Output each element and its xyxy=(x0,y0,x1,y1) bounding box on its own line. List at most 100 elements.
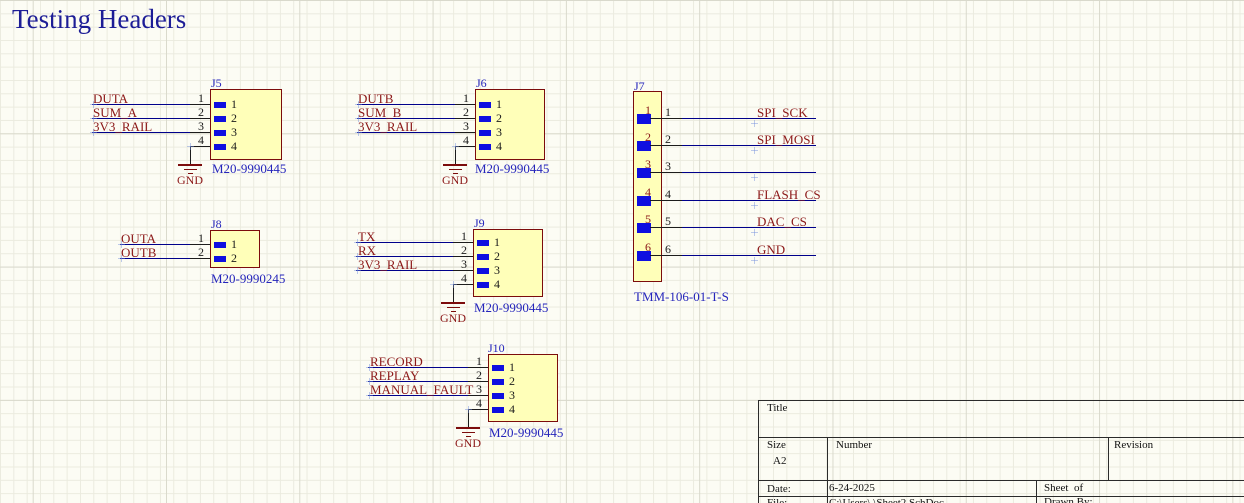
gnd-stem xyxy=(455,147,457,165)
wire[interactable] xyxy=(92,118,190,120)
pin-line[interactable] xyxy=(453,284,473,286)
pin-pad xyxy=(214,144,226,150)
net-label[interactable]: DAC_CS xyxy=(757,214,807,229)
pin-line[interactable] xyxy=(468,367,488,369)
net-label[interactable]: FLASH_CS xyxy=(757,187,821,202)
wire[interactable] xyxy=(92,132,190,134)
net-label[interactable]: 3V3_RAIL xyxy=(93,119,153,134)
wire[interactable] xyxy=(357,132,455,134)
pin-name: 4 xyxy=(665,187,671,201)
pin-line[interactable] xyxy=(455,118,475,120)
pin-line[interactable] xyxy=(650,172,682,174)
gnd-power-label[interactable]: GND xyxy=(455,436,481,450)
pin-pad xyxy=(477,268,489,274)
reference-designator[interactable]: J5 xyxy=(211,76,222,90)
wire[interactable] xyxy=(356,256,453,258)
wire[interactable] xyxy=(368,367,468,369)
wire[interactable] xyxy=(357,118,455,120)
net-label[interactable]: SPI_MOSI xyxy=(757,132,815,147)
pin-line[interactable] xyxy=(453,270,473,272)
reference-designator[interactable]: J10 xyxy=(488,341,505,355)
wire-node-cross xyxy=(751,174,758,181)
net-label[interactable]: REPLAY xyxy=(370,368,420,383)
pin-line[interactable] xyxy=(190,118,210,120)
pin-line[interactable] xyxy=(190,258,210,260)
wire[interactable] xyxy=(682,227,816,229)
net-label[interactable]: SPI_SCK xyxy=(757,105,808,120)
pin-number: 1 xyxy=(463,91,469,105)
part-number[interactable]: M20-9990445 xyxy=(475,161,550,176)
pin-name: 1 xyxy=(509,360,515,374)
pin-line[interactable] xyxy=(453,256,473,258)
pin-line[interactable] xyxy=(190,244,210,246)
wire-node-cross xyxy=(355,115,362,122)
pin-line[interactable] xyxy=(650,227,682,229)
wire[interactable] xyxy=(368,381,468,383)
wire[interactable] xyxy=(368,395,468,397)
part-number[interactable]: M20-9990445 xyxy=(474,300,549,315)
tb-sheet-label: Sheet of xyxy=(1044,482,1084,494)
net-label[interactable]: RX xyxy=(358,243,377,258)
pin-line[interactable] xyxy=(650,200,682,202)
reference-designator[interactable]: J8 xyxy=(211,217,222,231)
reference-designator[interactable]: J6 xyxy=(476,76,487,90)
pin-line[interactable] xyxy=(455,132,475,134)
pin-line[interactable] xyxy=(468,409,488,411)
net-label[interactable]: DUTB xyxy=(358,91,394,106)
pin-line[interactable] xyxy=(650,118,682,120)
part-number[interactable]: TMM-106-01-T-S xyxy=(634,289,729,304)
wire[interactable] xyxy=(356,242,453,244)
pin-name: 3 xyxy=(231,125,237,139)
pin-number: 1 xyxy=(461,229,467,243)
pin-line[interactable] xyxy=(455,104,475,106)
net-label[interactable]: GND xyxy=(757,242,786,257)
pin-line[interactable] xyxy=(468,381,488,383)
pin-number: 5 xyxy=(645,212,651,226)
pin-pad xyxy=(637,114,651,124)
net-label[interactable]: 3V3_RAIL xyxy=(358,119,418,134)
net-label[interactable]: SUM_A xyxy=(93,105,138,120)
wire[interactable] xyxy=(682,172,816,174)
net-label[interactable]: 3V3_RAIL xyxy=(358,257,418,272)
wire[interactable] xyxy=(682,255,816,257)
net-label[interactable]: SUM_B xyxy=(358,105,402,120)
pin-line[interactable] xyxy=(455,146,475,148)
pin-line[interactable] xyxy=(468,395,488,397)
gnd-power-label[interactable]: GND xyxy=(177,173,203,187)
net-label[interactable]: TX xyxy=(358,229,376,244)
gnd-bar xyxy=(450,310,456,313)
wire[interactable] xyxy=(356,270,453,272)
reference-designator[interactable]: J9 xyxy=(474,216,485,230)
wire-node-cross xyxy=(187,143,194,150)
part-number[interactable]: M20-9990445 xyxy=(489,425,564,440)
net-label[interactable]: RECORD xyxy=(370,354,423,369)
pin-line[interactable] xyxy=(190,104,210,106)
pin-number: 4 xyxy=(198,133,204,147)
pin-line[interactable] xyxy=(190,132,210,134)
pin-line[interactable] xyxy=(190,146,210,148)
gnd-power-label[interactable]: GND xyxy=(440,311,466,325)
pin-line[interactable] xyxy=(650,145,682,147)
wire[interactable] xyxy=(682,200,816,202)
part-number[interactable]: M20-9990445 xyxy=(212,161,287,176)
wire-node-cross xyxy=(354,267,361,274)
wire[interactable] xyxy=(357,104,455,106)
net-label[interactable]: OUTB xyxy=(121,245,157,260)
pin-line[interactable] xyxy=(650,255,682,257)
pin-line[interactable] xyxy=(453,242,473,244)
pin-number: 2 xyxy=(645,130,651,144)
wire[interactable] xyxy=(682,145,816,147)
pin-number: 3 xyxy=(461,257,467,271)
net-label[interactable]: DUTA xyxy=(93,91,129,106)
gnd-power-label[interactable]: GND xyxy=(442,173,468,187)
wire[interactable] xyxy=(120,258,190,260)
wire[interactable] xyxy=(682,118,816,120)
gnd-bar xyxy=(187,172,193,175)
wire[interactable] xyxy=(120,244,190,246)
wire[interactable] xyxy=(92,104,190,106)
net-label[interactable]: MANUAL_FAULT xyxy=(370,382,474,397)
tb-drawnby-label: Drawn By: xyxy=(1044,496,1093,503)
part-number[interactable]: M20-9990245 xyxy=(211,271,286,286)
net-label[interactable]: OUTA xyxy=(121,231,157,246)
reference-designator[interactable]: J7 xyxy=(634,79,645,93)
